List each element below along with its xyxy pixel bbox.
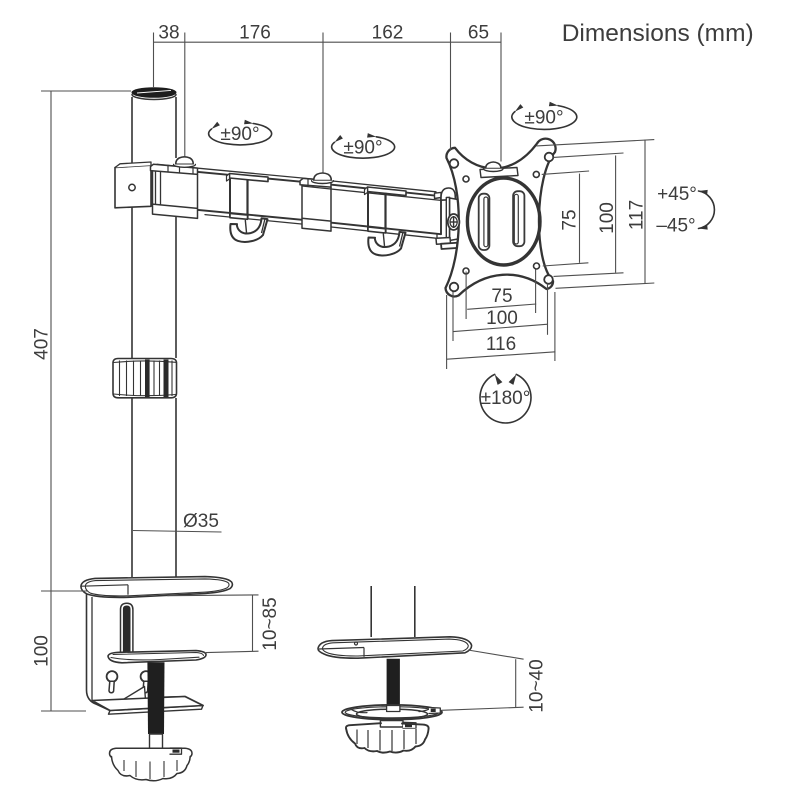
svg-text:117: 117 [627, 200, 648, 230]
svg-text:116: 116 [486, 334, 516, 355]
svg-text:100: 100 [597, 202, 618, 234]
svg-text:±180°: ±180° [481, 388, 531, 409]
svg-text:–45°: –45° [656, 216, 695, 237]
svg-text:407: 407 [31, 328, 52, 360]
svg-text:Ø35: Ø35 [183, 511, 219, 532]
svg-text:38: 38 [158, 23, 179, 44]
svg-text:75: 75 [560, 209, 581, 230]
svg-text:10~40: 10~40 [527, 659, 548, 712]
svg-text:176: 176 [239, 23, 271, 44]
svg-text:75: 75 [491, 286, 512, 307]
svg-text:162: 162 [372, 23, 404, 44]
svg-text:±90°: ±90° [220, 124, 259, 145]
svg-text:100: 100 [486, 308, 518, 329]
svg-text:100: 100 [31, 635, 52, 667]
svg-text:65: 65 [468, 23, 489, 44]
svg-text:±90°: ±90° [524, 108, 563, 129]
svg-text:+45°: +45° [657, 184, 697, 205]
svg-text:Dimensions (mm): Dimensions (mm) [562, 20, 754, 47]
svg-text:10~85: 10~85 [260, 597, 281, 650]
svg-text:±90°: ±90° [343, 138, 382, 159]
